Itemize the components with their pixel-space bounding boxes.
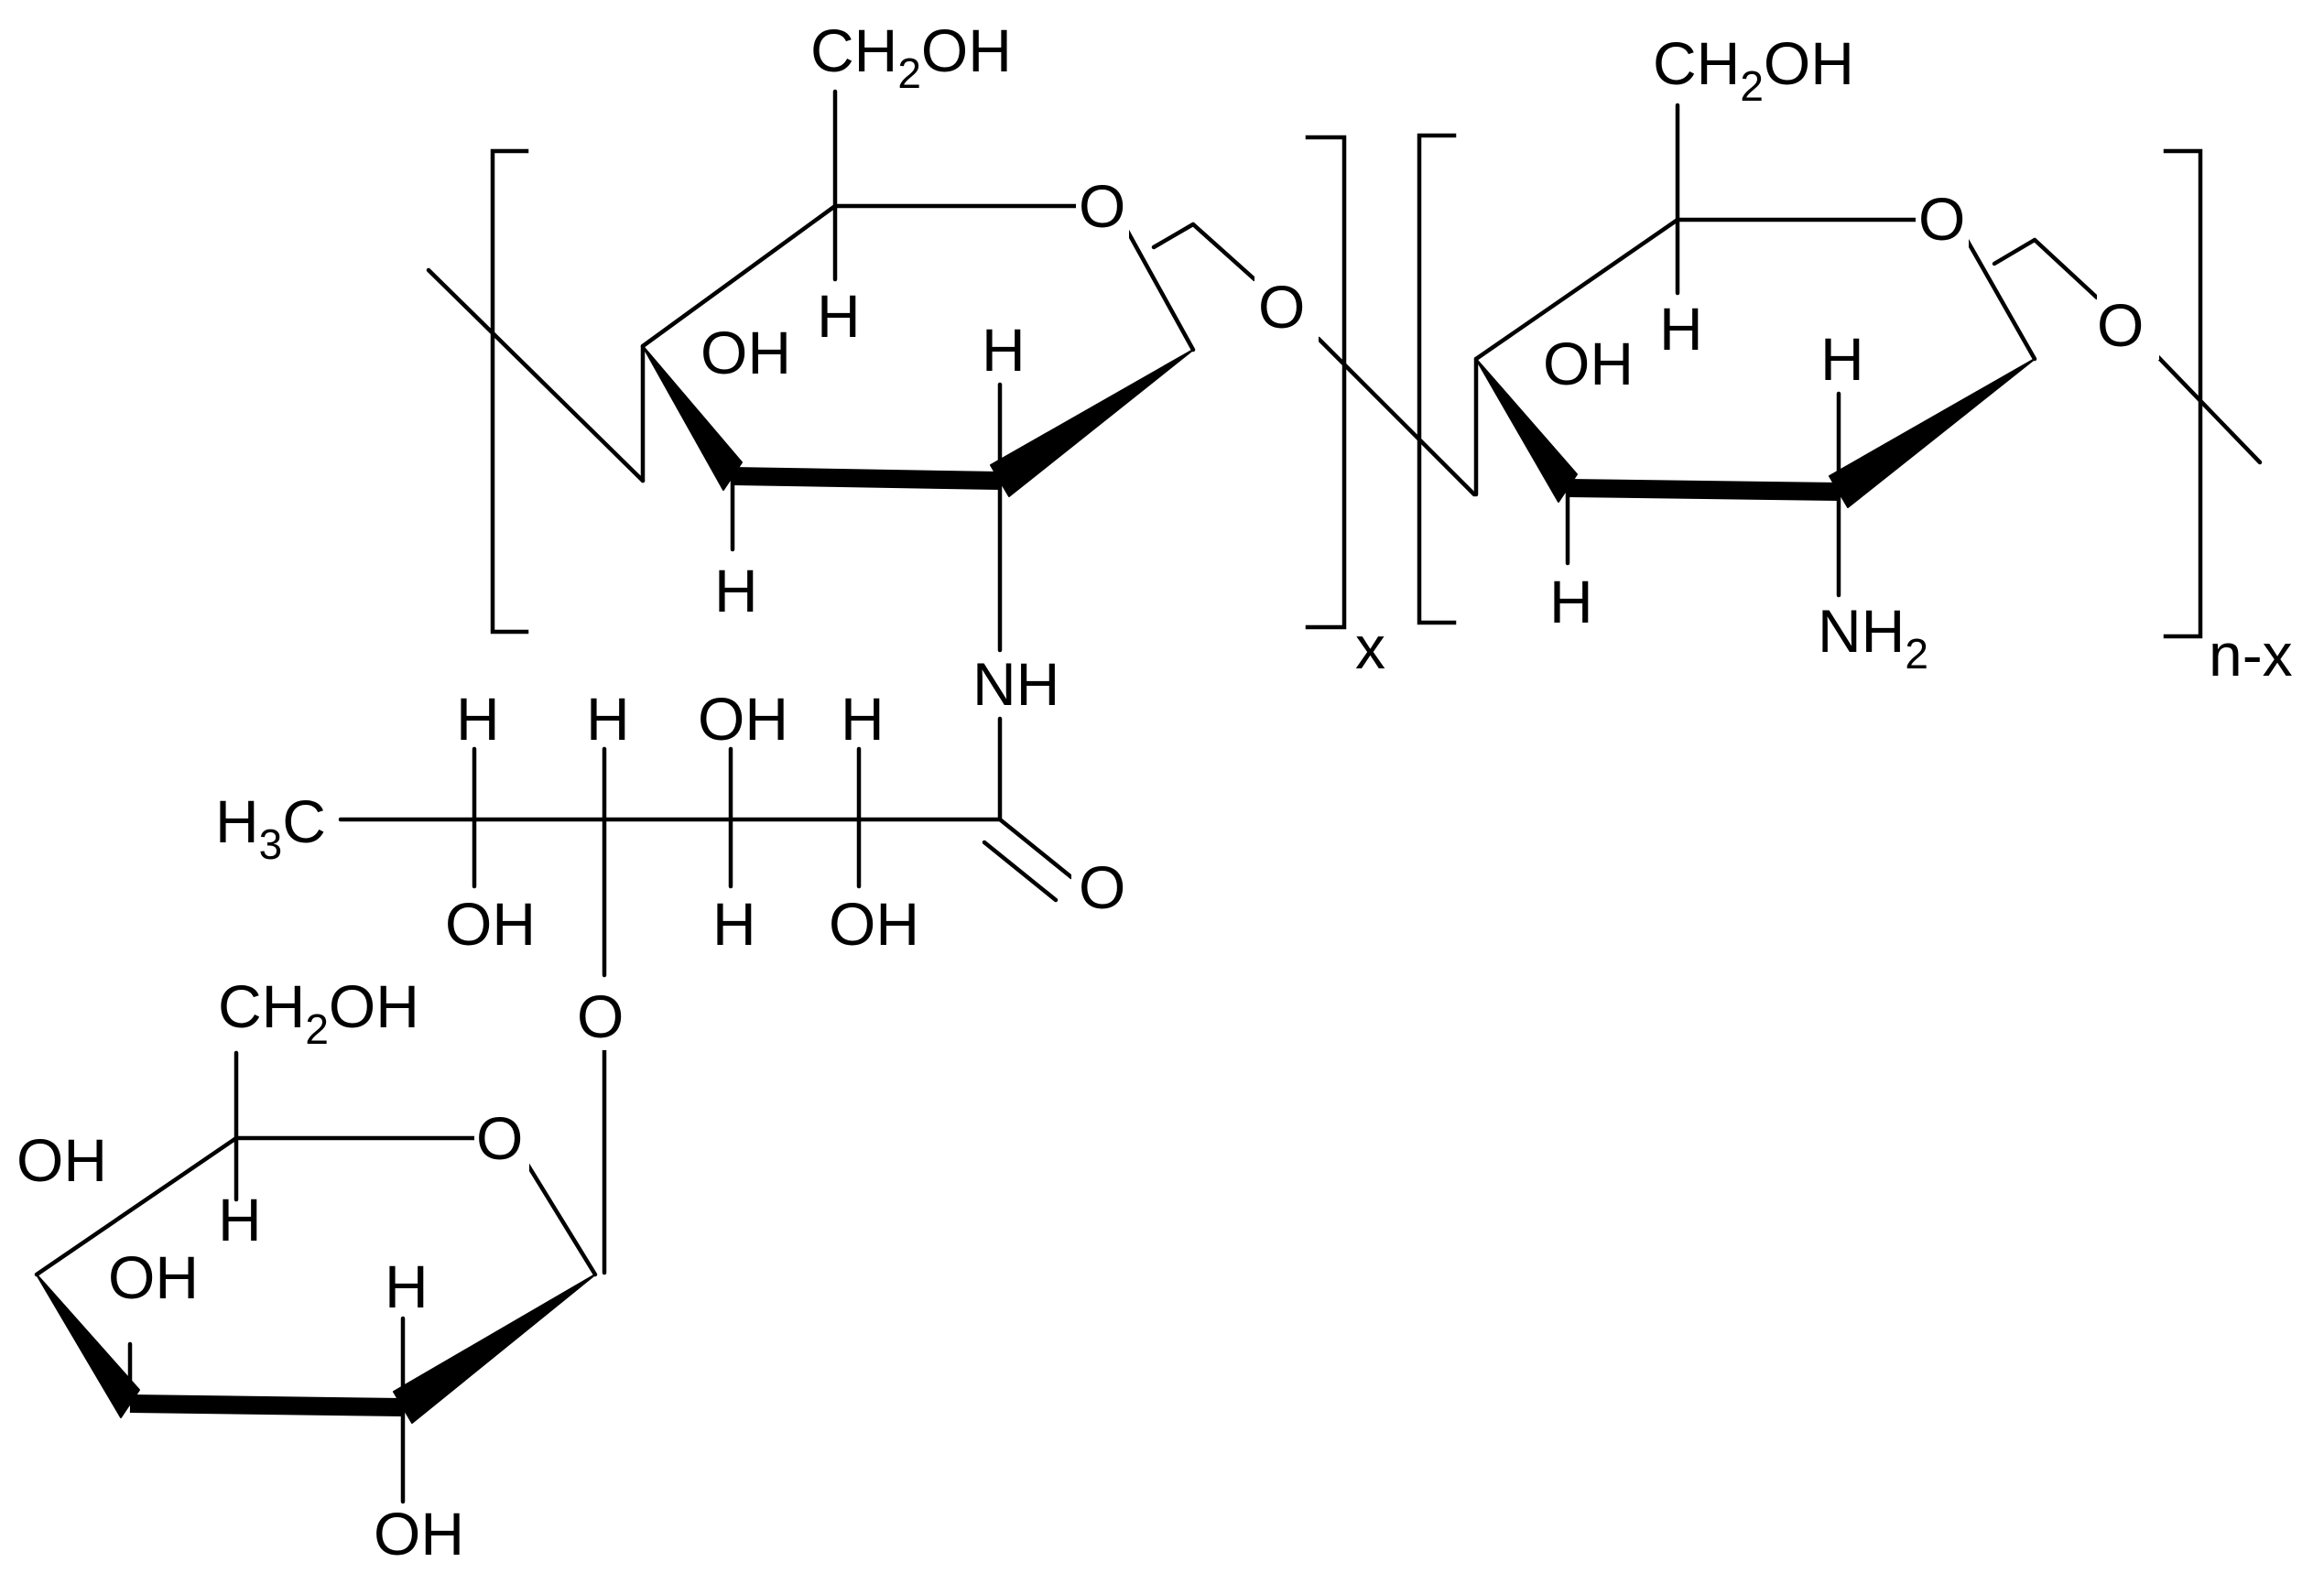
side-chain	[338, 716, 1074, 978]
ring1-oh: OH	[700, 319, 791, 386]
ring1-h-c2: H	[982, 316, 1026, 384]
ring1-bond-o-c1b	[1151, 222, 1196, 250]
bracket-1-right	[1305, 135, 1347, 630]
carbonyl-oxygen: O	[1079, 853, 1125, 921]
chain-h-3: H	[712, 890, 756, 958]
ring2-h-c5: H	[1659, 295, 1703, 363]
ring3-oh-c4: OH	[16, 1126, 107, 1194]
labels: CH2OH O O OH H H H x CH2OH O O OH H H H …	[16, 16, 2293, 1568]
h3c-label: H3C	[215, 787, 326, 868]
ring1-bond-c4-in	[426, 267, 646, 483]
chain-h-4: H	[841, 685, 885, 753]
ring3-h-c5: H	[218, 1186, 262, 1253]
ch2oh-label-3: CH2OH	[218, 972, 419, 1053]
ring2-h-c3: H	[1549, 568, 1593, 635]
ch2oh-label-1: CH2OH	[810, 16, 1012, 97]
ring1-bond-o-c1	[1124, 226, 1196, 353]
ring1-bond-c4-c5	[640, 203, 838, 349]
ring3-oh-bottom: OH	[374, 1500, 464, 1568]
chain-oh-1: OH	[445, 890, 536, 958]
ring2-oxygen: O	[1918, 185, 1965, 253]
nh-label: NH	[972, 650, 1059, 718]
ring3-oh-c3: OH	[108, 1243, 199, 1311]
chain-bond-carbonyl-1	[997, 817, 1074, 880]
ring1-oxygen: O	[1079, 172, 1125, 240]
link-oxygen-1: O	[1258, 273, 1305, 341]
ring2-bond-o-c1	[1964, 237, 2037, 362]
bracket-1-left	[490, 148, 529, 635]
ring2-bond-link-out	[2154, 353, 2263, 465]
subscript-x: x	[1355, 613, 1385, 681]
ring1-bond-link-o-c4b	[1316, 336, 1477, 497]
ring3-bond-c4-c5	[34, 1135, 239, 1277]
ring3-h-c1: H	[385, 1253, 429, 1320]
ring-3	[34, 1046, 607, 1504]
link-oxygen-2: O	[2097, 291, 2144, 359]
ring2-bond-c4-c5	[1473, 217, 1680, 362]
chain-h-2: H	[586, 685, 630, 753]
ring-2	[1417, 103, 2263, 639]
ring1-bond-c1-link-o	[1190, 222, 1257, 282]
ring2-bold-c3-c2	[1567, 479, 1840, 501]
ring2-h-c2: H	[1820, 325, 1864, 393]
chain-oh-2: OH	[829, 890, 919, 958]
link-oxygen-3: O	[577, 982, 624, 1050]
ring2-oh: OH	[1543, 330, 1634, 397]
chain-bond-carbonyl-2	[982, 840, 1059, 903]
subscript-n-minus-x: n-x	[2209, 621, 2293, 689]
bracket-2-left	[1417, 133, 1457, 625]
ring1-h-c5: H	[817, 282, 861, 350]
ring2-bond-c1-link	[2032, 237, 2100, 300]
ring1-bold-c3-c2	[732, 467, 1001, 490]
ring1-h-c3: H	[714, 557, 758, 624]
nh2-label: NH2	[1818, 597, 1928, 678]
chain-oh-top: OH	[698, 685, 788, 753]
bracket-2-right	[2163, 148, 2203, 639]
ch2oh-label-2: CH2OH	[1653, 29, 1854, 110]
ring-1	[426, 89, 1477, 653]
ring3-bond-o-c1	[524, 1160, 598, 1277]
chain-h-1: H	[456, 685, 500, 753]
ring2-bond-o-c1b	[1992, 237, 2037, 266]
ring3-bold-c3-c2	[129, 1394, 404, 1416]
ring3-oxygen: O	[476, 1104, 523, 1172]
